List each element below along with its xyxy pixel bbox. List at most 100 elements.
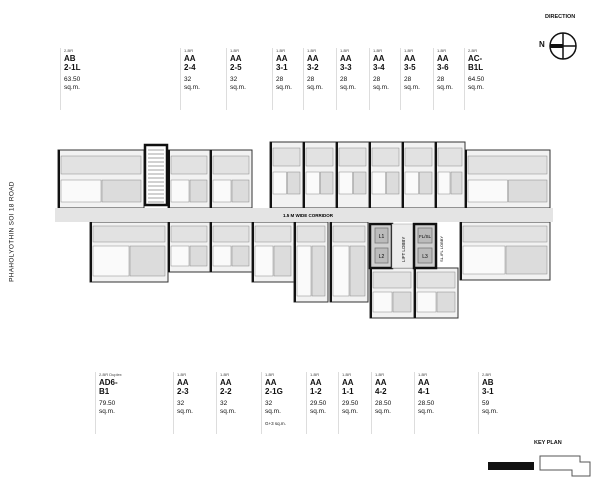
room <box>60 179 102 203</box>
unit-rooms <box>57 141 551 319</box>
room <box>231 179 250 203</box>
room <box>437 147 463 167</box>
room <box>402 142 404 208</box>
room <box>168 150 170 208</box>
room <box>252 222 254 282</box>
room <box>210 222 212 272</box>
room <box>305 171 320 195</box>
lift-core: L1 L2 LIFT LOBBY FL/SL L3 SL./FL LOBBY <box>368 222 444 270</box>
north-label: N <box>539 40 545 49</box>
room <box>320 171 334 195</box>
room <box>392 291 412 313</box>
room <box>189 179 208 203</box>
lift-l1: L1 <box>379 234 385 240</box>
room <box>294 222 296 302</box>
room <box>353 171 367 195</box>
lift-l2: L2 <box>379 254 385 260</box>
room <box>404 147 433 167</box>
room <box>272 171 287 195</box>
room <box>58 150 60 208</box>
room <box>330 222 332 302</box>
room <box>338 171 353 195</box>
room <box>60 155 142 175</box>
fire-lift-label: FL/SL <box>419 234 432 239</box>
room <box>92 225 166 243</box>
room <box>254 245 274 277</box>
room <box>467 179 508 203</box>
room <box>467 155 548 175</box>
room <box>212 155 250 175</box>
room <box>90 222 92 282</box>
lift-lobby-label: LIFT LOBBY <box>401 237 406 262</box>
room <box>270 142 272 208</box>
stair <box>143 143 169 207</box>
room <box>332 245 350 297</box>
road-label: PHAHOLYOTHIN SOI 18 ROAD <box>8 181 16 282</box>
room <box>273 245 292 277</box>
room <box>370 268 372 318</box>
room <box>212 225 250 243</box>
room <box>170 225 208 243</box>
room <box>231 245 250 267</box>
room <box>101 179 142 203</box>
corridor-label: 1.5 M WIDE CORRIDOR <box>283 213 334 218</box>
room <box>436 291 456 313</box>
room <box>435 142 437 208</box>
room <box>505 245 548 275</box>
room <box>287 171 301 195</box>
room <box>404 171 419 195</box>
room <box>336 142 338 208</box>
room <box>170 179 190 203</box>
room <box>372 271 412 289</box>
room <box>371 147 400 167</box>
room <box>210 150 212 208</box>
room <box>416 271 456 289</box>
room <box>92 245 130 277</box>
room <box>349 245 366 297</box>
room <box>296 225 326 243</box>
room <box>460 222 462 280</box>
room <box>462 245 506 275</box>
room <box>212 179 232 203</box>
room <box>311 245 326 297</box>
room <box>296 245 312 297</box>
room <box>416 291 437 313</box>
room <box>212 245 232 267</box>
room <box>372 291 393 313</box>
room <box>254 225 292 243</box>
room <box>189 245 208 267</box>
room <box>272 147 301 167</box>
room <box>462 225 548 243</box>
key-plan-label: KEY PLAN <box>534 440 562 446</box>
direction-label: DIRECTION <box>545 14 576 20</box>
room <box>369 142 371 208</box>
room <box>168 222 170 272</box>
room <box>419 171 433 195</box>
room <box>450 171 463 195</box>
room <box>332 225 366 243</box>
room <box>437 171 451 195</box>
key-plan-diagram <box>488 455 591 477</box>
room <box>508 179 548 203</box>
room <box>465 150 467 208</box>
room <box>170 245 190 267</box>
room <box>305 147 334 167</box>
